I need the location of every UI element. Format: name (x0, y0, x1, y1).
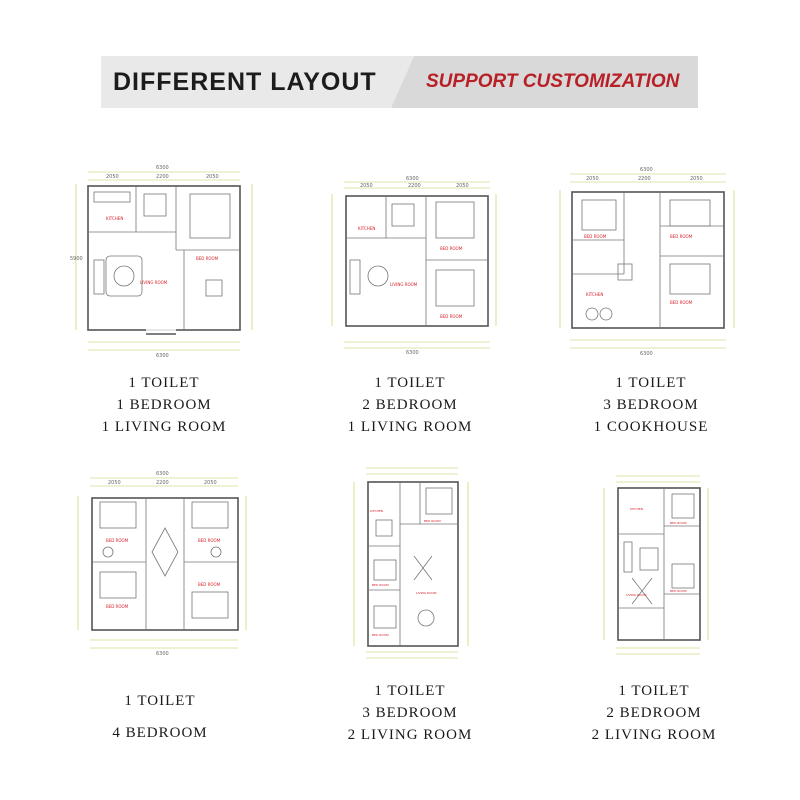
room-bedroom: BED ROOM (198, 538, 221, 543)
room-living: LIVING ROOM (390, 282, 418, 287)
dim-seg-3: 2050 (690, 176, 703, 182)
banner-background (101, 56, 698, 108)
layout-caption-4: 1 TOILET 4 BEDROOM (80, 690, 240, 744)
room-kitchen: KITCHEN (106, 216, 123, 221)
caption-line: 1 BEDROOM (116, 397, 212, 413)
room-bedroom: BED ROOM (670, 234, 693, 239)
room-kitchen: KITCHEN (358, 226, 375, 231)
dim-total-top: 6300 (640, 167, 653, 173)
floor-plan-6: KITCHEN BED ROOM BED ROOM LIVING ROOM (603, 475, 709, 655)
caption-line: 1 TOILET (374, 375, 446, 391)
dim-seg-3: 2050 (456, 183, 469, 189)
room-living: LIVING ROOM (416, 591, 437, 595)
layout-caption-6: 1 TOILET 2 BEDROOM 2 LIVING ROOM (574, 680, 734, 746)
caption-line: 1 COOKHOUSE (593, 419, 709, 435)
layout-caption-3: 1 TOILET 3 BEDROOM 1 COOKHOUSE (566, 372, 736, 438)
room-bedroom: BED ROOM (372, 633, 389, 637)
room-kitchen: KITCHEN (586, 292, 603, 297)
header-banner: DIFFERENT LAYOUT SUPPORT CUSTOMIZATION (101, 56, 698, 108)
room-bedroom: BED ROOM (196, 256, 219, 261)
caption-line: 1 LIVING ROOM (101, 419, 227, 435)
layout-caption-1: 1 TOILET 1 BEDROOM 1 LIVING ROOM (84, 372, 244, 438)
dim-total-bottom: 6300 (156, 651, 169, 657)
dim-total-left: 5900 (70, 256, 83, 262)
dim-total-bottom: 6300 (640, 351, 653, 357)
room-bedroom: BED ROOM (372, 583, 389, 587)
room-bedroom: BED ROOM (106, 538, 129, 543)
caption-line: 2 LIVING ROOM (347, 727, 473, 743)
dim-seg-1: 2050 (108, 480, 121, 486)
room-kitchen: KITCHEN (630, 507, 643, 511)
room-bedroom: BED ROOM (424, 519, 441, 523)
caption-line: 3 BEDROOM (603, 397, 699, 413)
dim-seg-2: 2200 (156, 480, 169, 486)
dim-seg-1: 2050 (106, 174, 119, 180)
caption-line: 2 BEDROOM (362, 397, 458, 413)
caption-line: 1 TOILET (615, 375, 687, 391)
dim-seg-2: 2200 (638, 176, 651, 182)
dim-total-top: 6300 (156, 165, 169, 171)
caption-line: 2 LIVING ROOM (591, 727, 717, 743)
floor-plan-5: KITCHEN BED ROOM BED ROOM BED ROOM LIVIN… (353, 467, 469, 659)
layout-caption-5: 1 TOILET 3 BEDROOM 2 LIVING ROOM (330, 680, 490, 746)
floor-plan-1: 6300 2050 2200 2050 6300 5900 KITCHEN BE… (70, 165, 253, 359)
dim-seg-1: 2050 (586, 176, 599, 182)
dim-seg-3: 2050 (206, 174, 219, 180)
room-living: LIVING ROOM (140, 280, 168, 285)
room-kitchen: KITCHEN (370, 509, 383, 513)
caption-line: 4 BEDROOM (112, 725, 208, 741)
dim-seg-2: 2200 (156, 174, 169, 180)
banner-title: DIFFERENT LAYOUT (113, 68, 377, 96)
room-bedroom: BED ROOM (670, 521, 687, 525)
dim-total-top: 6300 (156, 471, 169, 477)
dim-seg-2: 2200 (408, 183, 421, 189)
caption-line: 1 TOILET (124, 693, 196, 709)
caption-line: 1 LIVING ROOM (347, 419, 473, 435)
floor-plan-4: 6300 2050 2200 2050 6300 BED ROOM BED RO… (77, 471, 247, 657)
layout-caption-2: 1 TOILET 2 BEDROOM 1 LIVING ROOM (330, 372, 490, 438)
dim-seg-3: 2050 (204, 480, 217, 486)
caption-line: 1 TOILET (618, 683, 690, 699)
room-bedroom: BED ROOM (584, 234, 607, 239)
room-bedroom: BED ROOM (440, 246, 463, 251)
dim-total-bottom: 6300 (406, 350, 419, 356)
caption-line: 3 BEDROOM (362, 705, 458, 721)
room-bedroom: BED ROOM (440, 314, 463, 319)
dim-total-bottom: 6300 (156, 353, 169, 359)
room-bedroom: BED ROOM (670, 589, 687, 593)
room-bedroom: BED ROOM (670, 300, 693, 305)
banner-subtitle: SUPPORT CUSTOMIZATION (426, 71, 680, 92)
floor-plan-3: 6300 2050 2200 2050 6300 BED ROOM BED RO… (559, 167, 735, 357)
room-living: LIVING ROOM (626, 593, 647, 597)
room-bedroom: BED ROOM (198, 582, 221, 587)
floor-plan-2: 6300 2050 2200 2050 6300 KITCHEN BED ROO… (331, 176, 497, 356)
room-bedroom: BED ROOM (106, 604, 129, 609)
dim-total-top: 6300 (406, 176, 419, 182)
caption-line: 1 TOILET (374, 683, 446, 699)
caption-line: 2 BEDROOM (606, 705, 702, 721)
dim-seg-1: 2050 (360, 183, 373, 189)
caption-line: 1 TOILET (128, 375, 200, 391)
